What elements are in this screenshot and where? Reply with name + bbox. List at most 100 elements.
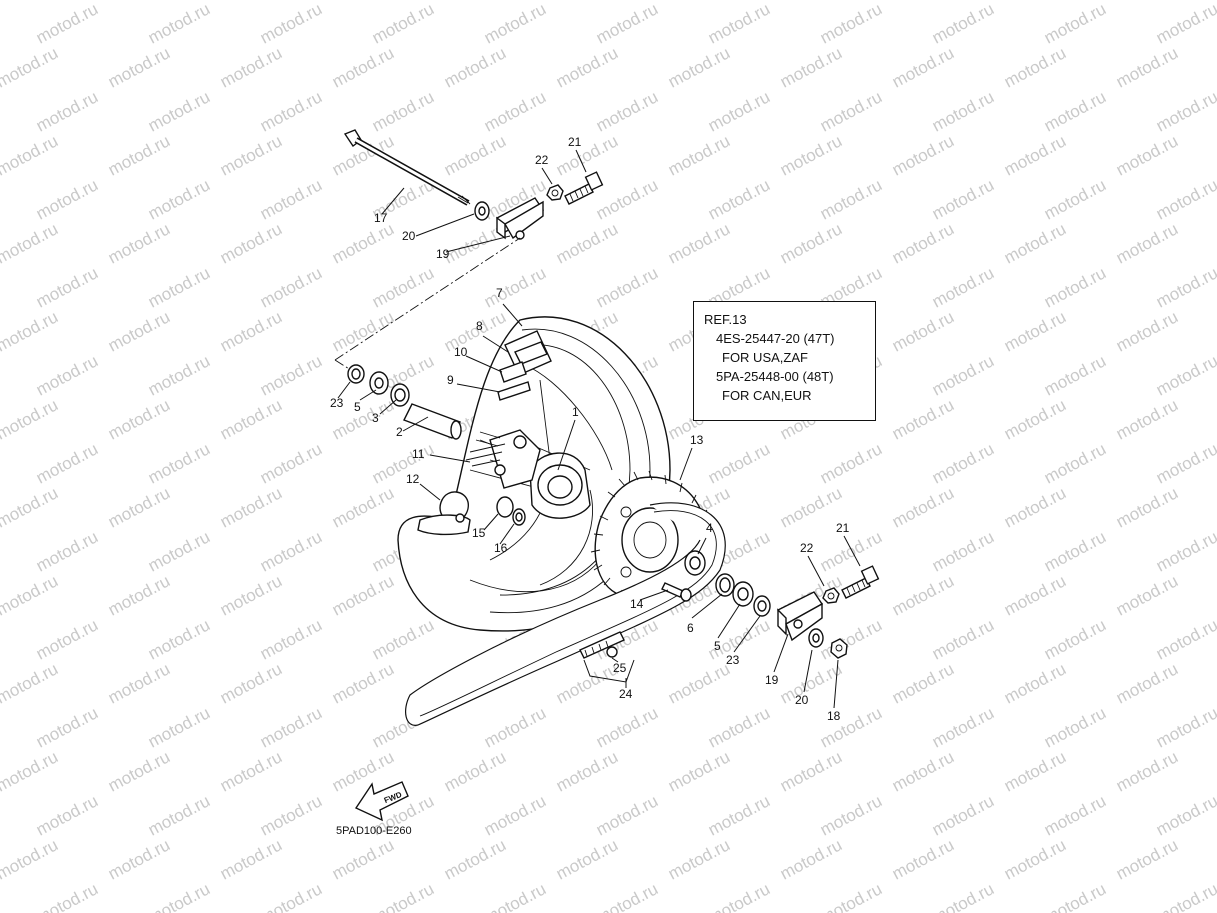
watermark: motod.ru (665, 131, 733, 179)
axle-17 (343, 129, 471, 206)
watermark: motod.ru (593, 703, 661, 751)
watermark: motod.ru (329, 307, 397, 355)
ref-market-1: FOR USA,ZAF (722, 350, 808, 365)
part-callout-15: 15 (472, 526, 486, 540)
watermark: motod.ru (1153, 527, 1217, 575)
watermark: motod.ru (105, 483, 173, 531)
watermark: motod.ru (145, 175, 213, 223)
watermark: motod.ru (0, 307, 61, 355)
leader-line-17 (381, 187, 405, 215)
reference-box-13: REF.13 4ES-25447-20 (47T) FOR USA,ZAF 5P… (693, 301, 876, 421)
leader-line-22 (541, 167, 553, 185)
watermark: motod.ru (329, 43, 397, 91)
watermark: motod.ru (1001, 219, 1069, 267)
callout-labels: 1234556789101112131415161718191920202121… (330, 135, 850, 723)
watermark: motod.ru (257, 175, 325, 223)
watermark: motod.ru (553, 835, 621, 883)
watermark: motod.ru (817, 0, 885, 48)
watermark: motod.ru (777, 43, 845, 91)
watermark: motod.ru (1041, 615, 1109, 663)
watermark: motod.ru (145, 879, 213, 913)
watermark: motod.ru (441, 0, 509, 4)
watermark: motod.ru (33, 175, 101, 223)
part-callout-7: 7 (496, 286, 503, 300)
leader-line-21 (843, 535, 861, 567)
bolt-21-right (841, 565, 880, 599)
leader-line-21 (575, 149, 587, 173)
part-callout-1: 1 (572, 405, 579, 419)
watermark: motod.ru (1113, 395, 1181, 443)
watermark: motod.ru (145, 791, 213, 839)
leader-line-5 (717, 603, 741, 639)
watermark: motod.ru (105, 395, 173, 443)
watermark: motod.ru (817, 87, 885, 135)
watermark: motod.ru (817, 879, 885, 913)
watermark: motod.ru (1113, 835, 1181, 883)
nut-22-right (822, 587, 840, 604)
watermark: motod.ru (593, 87, 661, 135)
watermark: motod.ru (0, 835, 61, 883)
watermark: motod.ru (1001, 395, 1069, 443)
leader-line-18 (833, 659, 839, 709)
watermark: motod.ru (1001, 659, 1069, 707)
watermark: motod.ru (105, 0, 173, 4)
watermark: motod.ru (705, 703, 773, 751)
part-callout-16: 16 (494, 541, 508, 555)
watermark: motod.ru (0, 131, 61, 179)
watermark: motod.ru (329, 571, 397, 619)
watermark: motod.ru (1153, 439, 1217, 487)
watermark: motod.ru (929, 0, 997, 48)
watermark: motod.ru (217, 483, 285, 531)
leader-line-16 (499, 523, 515, 545)
part-callout-17: 17 (374, 211, 388, 225)
watermark: motod.ru (889, 571, 957, 619)
watermark: motod.ru (105, 219, 173, 267)
seal-5-left (369, 371, 389, 395)
leader-line-25 (611, 657, 619, 663)
watermark: motod.ru (217, 131, 285, 179)
watermark: motod.ru (105, 43, 173, 91)
watermark: motod.ru (0, 43, 61, 91)
part-callout-5: 5 (354, 400, 361, 414)
watermark: motod.ru (1001, 131, 1069, 179)
ref-part-number-1: 4ES-25447-20 (47T) (716, 331, 835, 346)
watermark: motod.ru (0, 659, 61, 707)
watermark: motod.ru (593, 175, 661, 223)
watermark: motod.ru (889, 0, 957, 4)
leader-line-10 (465, 355, 503, 373)
watermark: motod.ru (1113, 307, 1181, 355)
watermark: motod.ru (329, 835, 397, 883)
seal-16 (512, 508, 526, 526)
leader-line-20 (415, 213, 475, 237)
watermark: motod.ru (257, 527, 325, 575)
watermark: motod.ru (1153, 791, 1217, 839)
leader-line-9 (456, 383, 501, 393)
watermark: motod.ru (1041, 527, 1109, 575)
watermark: motod.ru (0, 747, 61, 795)
part-callout-12: 12 (406, 472, 420, 486)
watermark: motod.ru (257, 263, 325, 311)
watermark: motod.ru (369, 0, 437, 48)
watermark: motod.ru (33, 791, 101, 839)
watermark: motod.ru (889, 395, 957, 443)
watermark: motod.ru (1001, 483, 1069, 531)
watermark: motod.ru (1153, 351, 1217, 399)
spokes-11 (465, 431, 506, 467)
bearing-4 (684, 550, 706, 576)
watermark: motod.ru (1113, 747, 1181, 795)
part-callout-10: 10 (454, 345, 468, 359)
spacer-2 (403, 403, 462, 440)
watermark: motod.ru (929, 87, 997, 135)
leader-line-13 (679, 447, 693, 481)
watermark: motod.ru (33, 0, 101, 48)
watermark: motod.ru (929, 703, 997, 751)
watermark: motod.ru (929, 791, 997, 839)
watermark: motod.ru (1041, 351, 1109, 399)
watermark: motod.ru (929, 879, 997, 913)
leader-line-7 (502, 303, 523, 327)
watermark: motod.ru (217, 395, 285, 443)
watermark: motod.ru (0, 0, 61, 4)
watermark: motod.ru (1153, 703, 1217, 751)
chain-adjuster-19-top (496, 197, 544, 240)
watermark: motod.ru (1113, 483, 1181, 531)
